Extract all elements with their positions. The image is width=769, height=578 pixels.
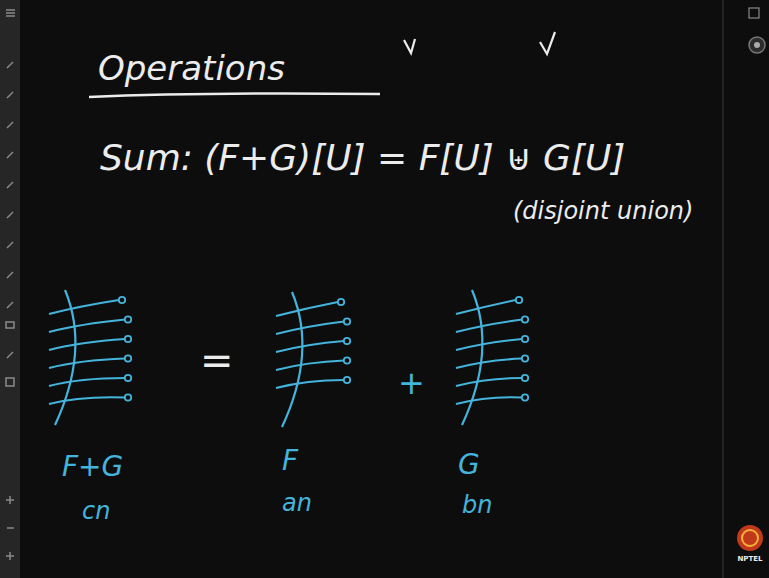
structure-arm <box>276 361 344 371</box>
label-point <box>338 299 344 305</box>
structure-arm <box>456 320 522 333</box>
structure-arm <box>456 378 522 386</box>
sum-formula: Sum: (F+G)[U] = F[U] ⊎ G[U] <box>100 138 625 178</box>
label-point <box>344 338 350 344</box>
label-point <box>344 357 350 363</box>
species-name: G <box>458 450 480 481</box>
left-toolbar <box>0 0 20 578</box>
nptel-logo-ring <box>742 530 758 546</box>
nptel-logo <box>737 525 763 551</box>
structure-arm <box>49 339 125 350</box>
species-structure <box>276 292 350 427</box>
check-mark <box>540 32 555 54</box>
structure-arm <box>276 322 344 335</box>
equals-sign: = <box>200 338 234 382</box>
species-name: F <box>282 446 298 477</box>
label-point <box>119 297 125 303</box>
label-point <box>125 355 131 361</box>
label-point <box>125 336 131 342</box>
label-point <box>522 375 528 381</box>
label-point <box>516 297 522 303</box>
structure-arm <box>276 302 338 316</box>
label-point <box>344 377 350 383</box>
species-structure <box>49 290 131 425</box>
sequence-name: an <box>282 490 312 516</box>
label-point <box>522 355 528 361</box>
slide-title: Operations <box>98 50 285 87</box>
check-mark <box>404 39 415 53</box>
structure-arm <box>276 380 344 388</box>
formula-note: (disjoint union) <box>513 198 693 224</box>
structure-arm <box>49 359 125 369</box>
toolbar-icons <box>6 10 15 560</box>
structure-arm <box>456 300 516 314</box>
structure-arm <box>456 397 522 404</box>
logo-text: NPTEL <box>737 556 762 564</box>
label-point <box>125 394 131 400</box>
label-point <box>125 375 131 381</box>
panel-divider <box>723 0 724 578</box>
label-point <box>344 318 350 324</box>
structure-arm <box>49 320 125 333</box>
structure-arm <box>456 359 522 369</box>
label-point <box>522 316 528 322</box>
label-point <box>522 336 528 342</box>
label-point <box>522 394 528 400</box>
species-structure <box>456 290 528 425</box>
title-underline <box>89 93 380 97</box>
structure-arm <box>456 339 522 350</box>
label-point <box>125 316 131 322</box>
panel-icon <box>749 8 759 18</box>
structure-arm <box>49 397 125 404</box>
structure-arm <box>49 300 119 314</box>
settings-icon-dot <box>754 42 760 48</box>
species-name: F+G <box>62 452 123 483</box>
sequence-name: cn <box>82 498 110 524</box>
structure-arm <box>49 378 125 386</box>
sequence-name: bn <box>462 492 492 518</box>
structure-arm <box>276 341 344 352</box>
plus-sign: + <box>398 366 425 401</box>
settings-icon <box>749 37 765 53</box>
